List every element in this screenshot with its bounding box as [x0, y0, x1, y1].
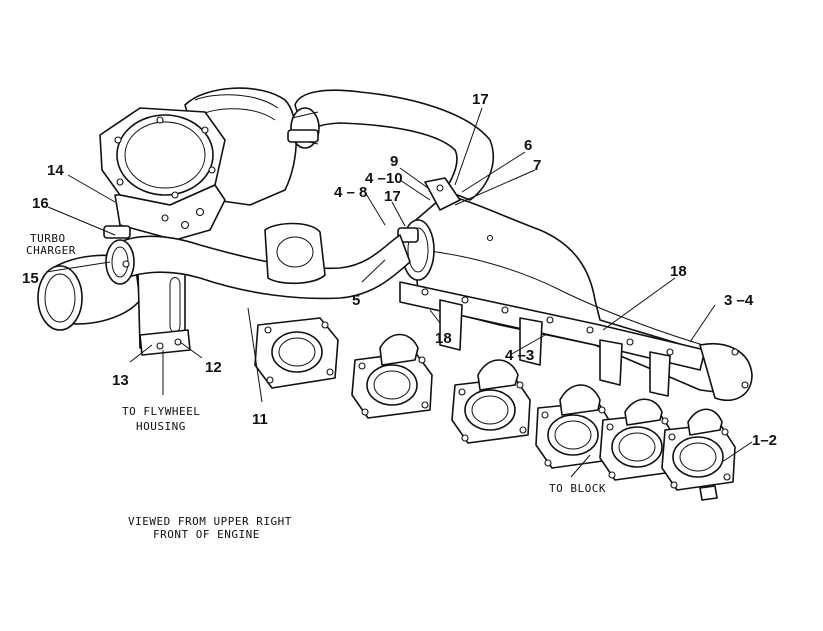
callout-3-4: 3 –4 [724, 292, 754, 309]
callout-16: 16 [32, 195, 49, 212]
callout-4-10: 4 –10 [365, 170, 403, 187]
label-to-block: TO BLOCK [549, 482, 606, 495]
callout-5: 5 [352, 292, 360, 309]
callout-9: 9 [390, 153, 398, 170]
leader-lines [45, 107, 753, 478]
label-to-flywheel: TO FLYWHEEL [122, 405, 200, 418]
label-view-line2: FRONT OF ENGINE [153, 528, 260, 541]
callout-18-right: 18 [670, 263, 687, 280]
callout-6: 6 [524, 137, 532, 154]
callout-4-8: 4 – 8 [334, 184, 367, 201]
upper-crossover-pipe [287, 89, 495, 201]
callout-18-mid: 18 [435, 330, 452, 347]
label-view-line1: VIEWED FROM UPPER RIGHT [128, 515, 292, 528]
callout-numbers: 17 6 7 9 4 –10 4 – 8 17 14 16 15 5 18 3 … [22, 91, 777, 449]
label-charger: CHARGER [26, 244, 76, 257]
label-housing: HOUSING [136, 420, 186, 433]
port-flanges [254, 222, 736, 501]
callout-1-2: 1–2 [752, 432, 777, 449]
callout-17-top: 17 [472, 91, 489, 108]
main-exhaust-pipe [103, 225, 411, 300]
callout-4-3: 4 –3 [505, 347, 534, 364]
exhaust-manifold [397, 177, 753, 401]
text-labels: TURBO CHARGER TO FLYWHEEL HOUSING TO BLO… [26, 232, 606, 541]
turbocharger-assembly [37, 87, 298, 356]
callout-15: 15 [22, 270, 39, 287]
callout-7: 7 [533, 157, 541, 174]
callout-12: 12 [205, 359, 222, 376]
callout-17-mid: 17 [384, 188, 401, 205]
callout-14: 14 [47, 162, 64, 179]
callout-13: 13 [112, 372, 129, 389]
callout-11: 11 [252, 411, 268, 428]
label-turbo: TURBO [30, 232, 66, 245]
